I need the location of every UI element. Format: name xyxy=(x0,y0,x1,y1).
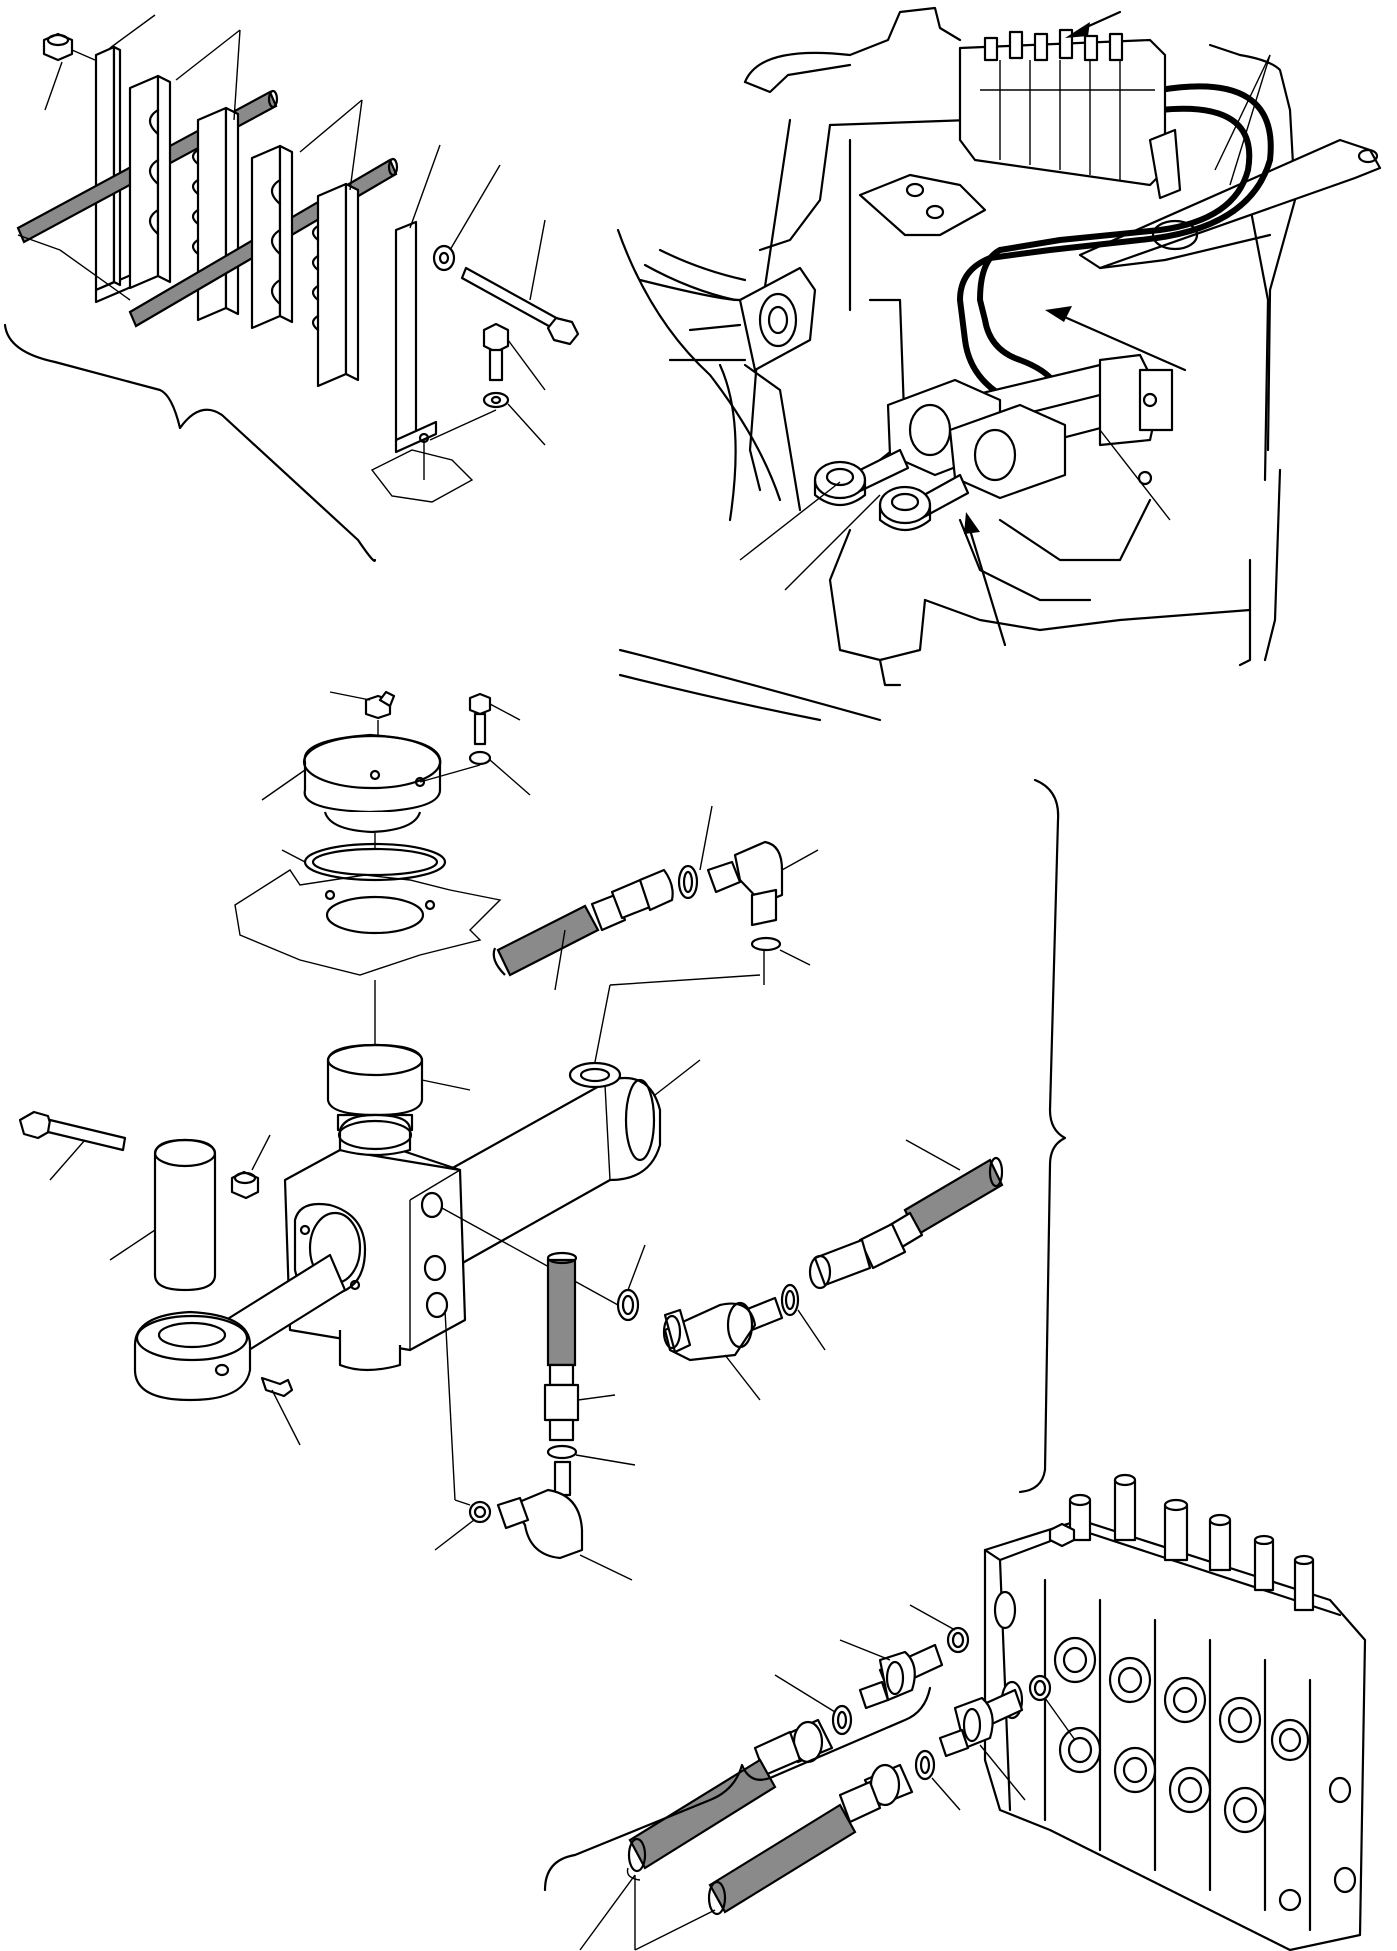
machine-view xyxy=(616,6,1382,722)
grease-nipple-top xyxy=(329,690,396,760)
short-bolt xyxy=(429,322,546,446)
clamp-halves-2 xyxy=(250,99,363,388)
clamp-halves-1 xyxy=(128,29,241,322)
valve-hoses xyxy=(579,1674,961,1951)
long-bolt xyxy=(18,1110,127,1181)
washer-and-bolt xyxy=(432,164,580,346)
o-ring xyxy=(281,842,447,882)
cylinder-body xyxy=(133,974,761,1402)
cap-bolt xyxy=(468,692,531,796)
top-control-valve xyxy=(958,28,1182,200)
mounting-plate xyxy=(370,449,474,503)
machine-cylinders xyxy=(813,353,1174,532)
group-brace-3 xyxy=(543,1686,932,1892)
group-brace-1 xyxy=(3,323,377,562)
lower-hose-assembly xyxy=(434,1251,636,1581)
nut-part xyxy=(42,32,96,111)
gasket xyxy=(234,869,502,976)
control-valve xyxy=(983,1473,1367,1951)
front-bracket xyxy=(394,144,441,454)
group-brace-2 xyxy=(1018,778,1067,1494)
cylinder-cap xyxy=(261,733,481,834)
valve-fittings xyxy=(839,1604,1076,1801)
right-hose-assembly xyxy=(441,1139,1004,1401)
steering-cylinder xyxy=(18,690,761,1446)
pivot-pin xyxy=(109,1138,217,1292)
hose-clamp-assembly xyxy=(3,14,580,562)
upper-hose-assembly xyxy=(492,805,819,991)
grease-nipple-bottom xyxy=(260,1376,301,1446)
lock-nut xyxy=(230,1134,271,1200)
